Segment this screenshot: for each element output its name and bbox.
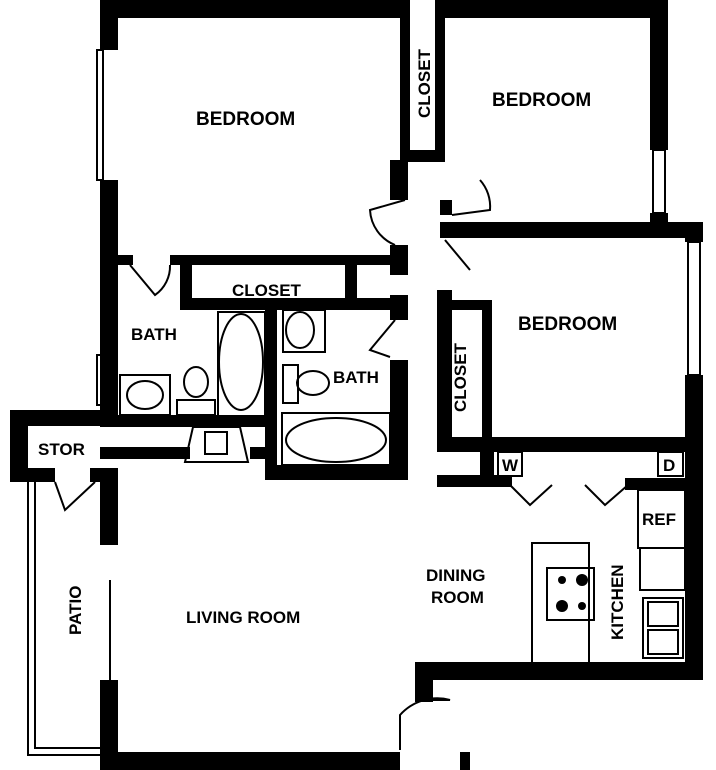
windows-and-fixtures [27,49,701,756]
walls [10,0,703,770]
room-labels: BEDROOM BEDROOM BEDROOM CLOSET CLOSET CL… [38,48,676,640]
label-bedroom-3: BEDROOM [518,314,617,335]
label-dining-1: DINING [426,566,486,585]
label-bath-2: BATH [333,368,379,387]
label-closet-1: CLOSET [415,48,434,118]
label-patio: PATIO [66,586,85,635]
label-stor: STOR [38,440,85,459]
label-living-room: LIVING ROOM [186,608,300,627]
label-dryer: D [663,456,675,475]
label-closet-2: CLOSET [232,281,302,300]
label-dining-2: ROOM [431,588,484,607]
label-closet-3: CLOSET [451,342,470,412]
label-bath-1: BATH [131,325,177,344]
label-bedroom-2: BEDROOM [492,90,591,111]
label-washer: W [502,456,519,475]
label-bedroom-1: BEDROOM [196,109,295,130]
label-kitchen: KITCHEN [608,564,627,640]
label-ref: REF [642,510,676,529]
